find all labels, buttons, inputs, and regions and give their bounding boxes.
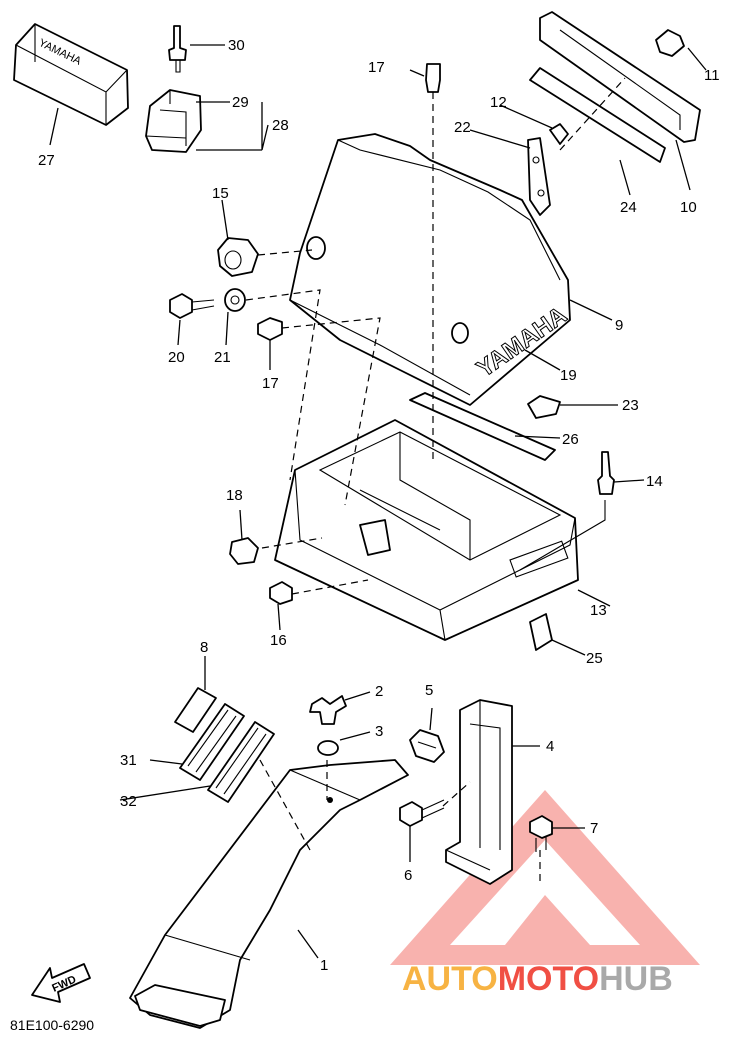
callout-32: 32 [120, 793, 137, 810]
part-14-rivet [597, 451, 615, 495]
watermark-hub: HUB [599, 960, 673, 998]
part-21-washer [224, 288, 246, 312]
callout-24: 24 [620, 199, 637, 216]
part-5-grommet [409, 729, 445, 763]
part-31-pad [179, 703, 245, 781]
part-32-pad [207, 721, 275, 803]
callout-labels: 1 2 3 4 5 6 7 8 9 10 11 12 13 14 15 16 1… [38, 37, 720, 974]
part-22-stay [527, 137, 551, 216]
part-17-bolt-top [425, 63, 441, 93]
callout-5: 5 [425, 682, 433, 699]
callout-21: 21 [214, 349, 231, 366]
callout-15: 15 [212, 185, 229, 202]
callout-17-top: 17 [368, 59, 385, 76]
watermark-auto: AUTO [402, 960, 498, 998]
watermark-logo: AUTOMOTOHUB [390, 790, 700, 998]
callout-11: 11 [704, 67, 720, 84]
callout-29: 29 [232, 94, 249, 111]
part-10-plate [539, 11, 701, 143]
callout-27: 27 [38, 152, 55, 169]
dashed-alignment-lines [245, 77, 626, 885]
part-17-bolt-side [257, 317, 283, 341]
part-16-damper [269, 581, 293, 605]
diagram-code: 81E100-6290 [10, 1017, 94, 1033]
callout-26: 26 [562, 431, 579, 448]
part-4-bracket [445, 699, 513, 885]
callout-10: 10 [680, 199, 697, 216]
part-2-wing-bolt [309, 695, 347, 725]
svg-text:AUTOMOTOHUB: AUTOMOTOHUB [402, 960, 673, 998]
callout-17-side: 17 [262, 375, 279, 392]
callout-6: 6 [404, 867, 412, 884]
leader-lines [49, 44, 707, 959]
fwd-arrow-icon: FWD [31, 963, 91, 1003]
callout-9: 9 [615, 317, 623, 334]
callout-19: 19 [560, 367, 577, 384]
callout-16: 16 [270, 632, 287, 649]
callout-30: 30 [228, 37, 245, 54]
callout-14: 14 [646, 473, 663, 490]
callout-18: 18 [226, 487, 243, 504]
part-20-bolt [169, 293, 215, 319]
watermark-moto: MOTO [498, 960, 599, 998]
part-7-bolt [529, 815, 553, 852]
callout-2: 2 [375, 683, 383, 700]
part-25-clip [529, 613, 553, 651]
callout-20: 20 [168, 349, 185, 366]
part-8-pad [174, 687, 217, 733]
part-30-rivet [168, 25, 187, 73]
callout-23: 23 [622, 397, 639, 414]
part-6-bolt [399, 799, 445, 827]
part-26-strip [409, 392, 556, 461]
part-23-pad [527, 395, 561, 419]
callout-4: 4 [546, 738, 554, 755]
part-18-damper [229, 537, 259, 565]
part-27-tool-bag: YAMAHA [13, 23, 129, 126]
callout-28: 28 [272, 117, 289, 134]
callout-1: 1 [320, 957, 328, 974]
callout-12: 12 [490, 94, 507, 111]
callout-31: 31 [120, 752, 137, 769]
part-15-grommet [217, 237, 259, 277]
callout-13: 13 [590, 602, 607, 619]
part-28-holder [145, 89, 202, 153]
part-3-washer [317, 740, 339, 756]
part-24-bracket [529, 67, 666, 163]
callout-3: 3 [375, 723, 383, 740]
callout-7: 7 [590, 820, 598, 837]
part-1-fender [129, 759, 409, 1029]
part-11-screw [655, 29, 685, 57]
callout-22: 22 [454, 119, 471, 136]
watermark-triangle-icon [390, 790, 700, 965]
callout-8: 8 [200, 639, 208, 656]
part-12-collar [549, 123, 569, 145]
callout-25: 25 [586, 650, 603, 667]
